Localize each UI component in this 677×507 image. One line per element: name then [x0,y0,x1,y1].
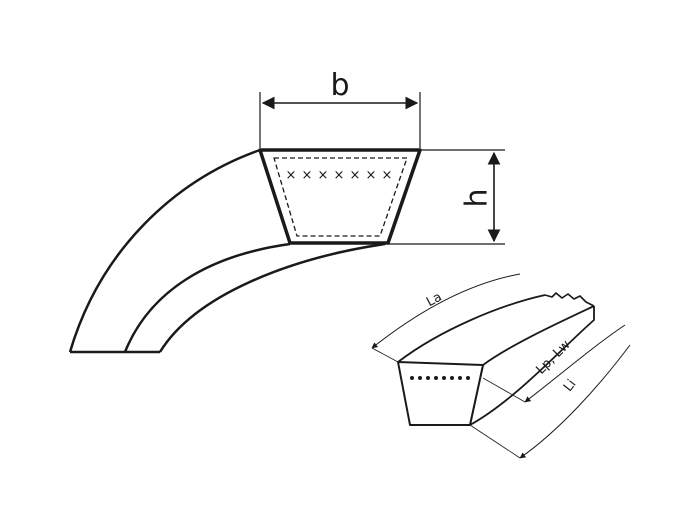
svg-text:×: × [350,168,361,183]
li-label: Li [561,377,580,395]
svg-text:×: × [334,168,345,183]
svg-text:×: × [382,168,393,183]
belt-cross-section [258,148,422,245]
h-label: h [460,188,495,207]
svg-text:×: × [366,168,377,183]
b-label: b [330,68,349,103]
belt-outer-curve [68,148,261,353]
small-belt-side-face [469,306,595,426]
leader-line-li [469,424,521,459]
li-arc [519,344,631,459]
dimension-b [259,92,421,148]
small-belt [397,292,595,426]
leader-line-la [371,347,399,363]
belt-inner-curve-2 [158,242,386,353]
la-arc [371,273,521,349]
dimension-h [388,149,505,245]
lp-lw-arc [524,324,626,403]
small-belt-top-left-edge [397,294,546,363]
belt-inner-dashed-outline [273,157,408,237]
svg-text:×: × [318,168,329,183]
svg-text:×: × [302,168,313,183]
la-label: La [424,290,444,310]
lp-lw-label: Lp, Lw [533,337,573,377]
large-belt: × × × × × × × [68,148,422,354]
small-belt-broken-end [544,292,595,307]
small-tension-cords [410,376,470,380]
belt-inner-curve-1 [123,242,291,353]
small-belt-top-right-edge [482,305,595,366]
small-belt-cross-section [397,361,484,426]
leader-line-lp [482,377,526,403]
svg-text:×: × [286,168,297,183]
tension-cords: × × × × × × × [286,168,393,183]
